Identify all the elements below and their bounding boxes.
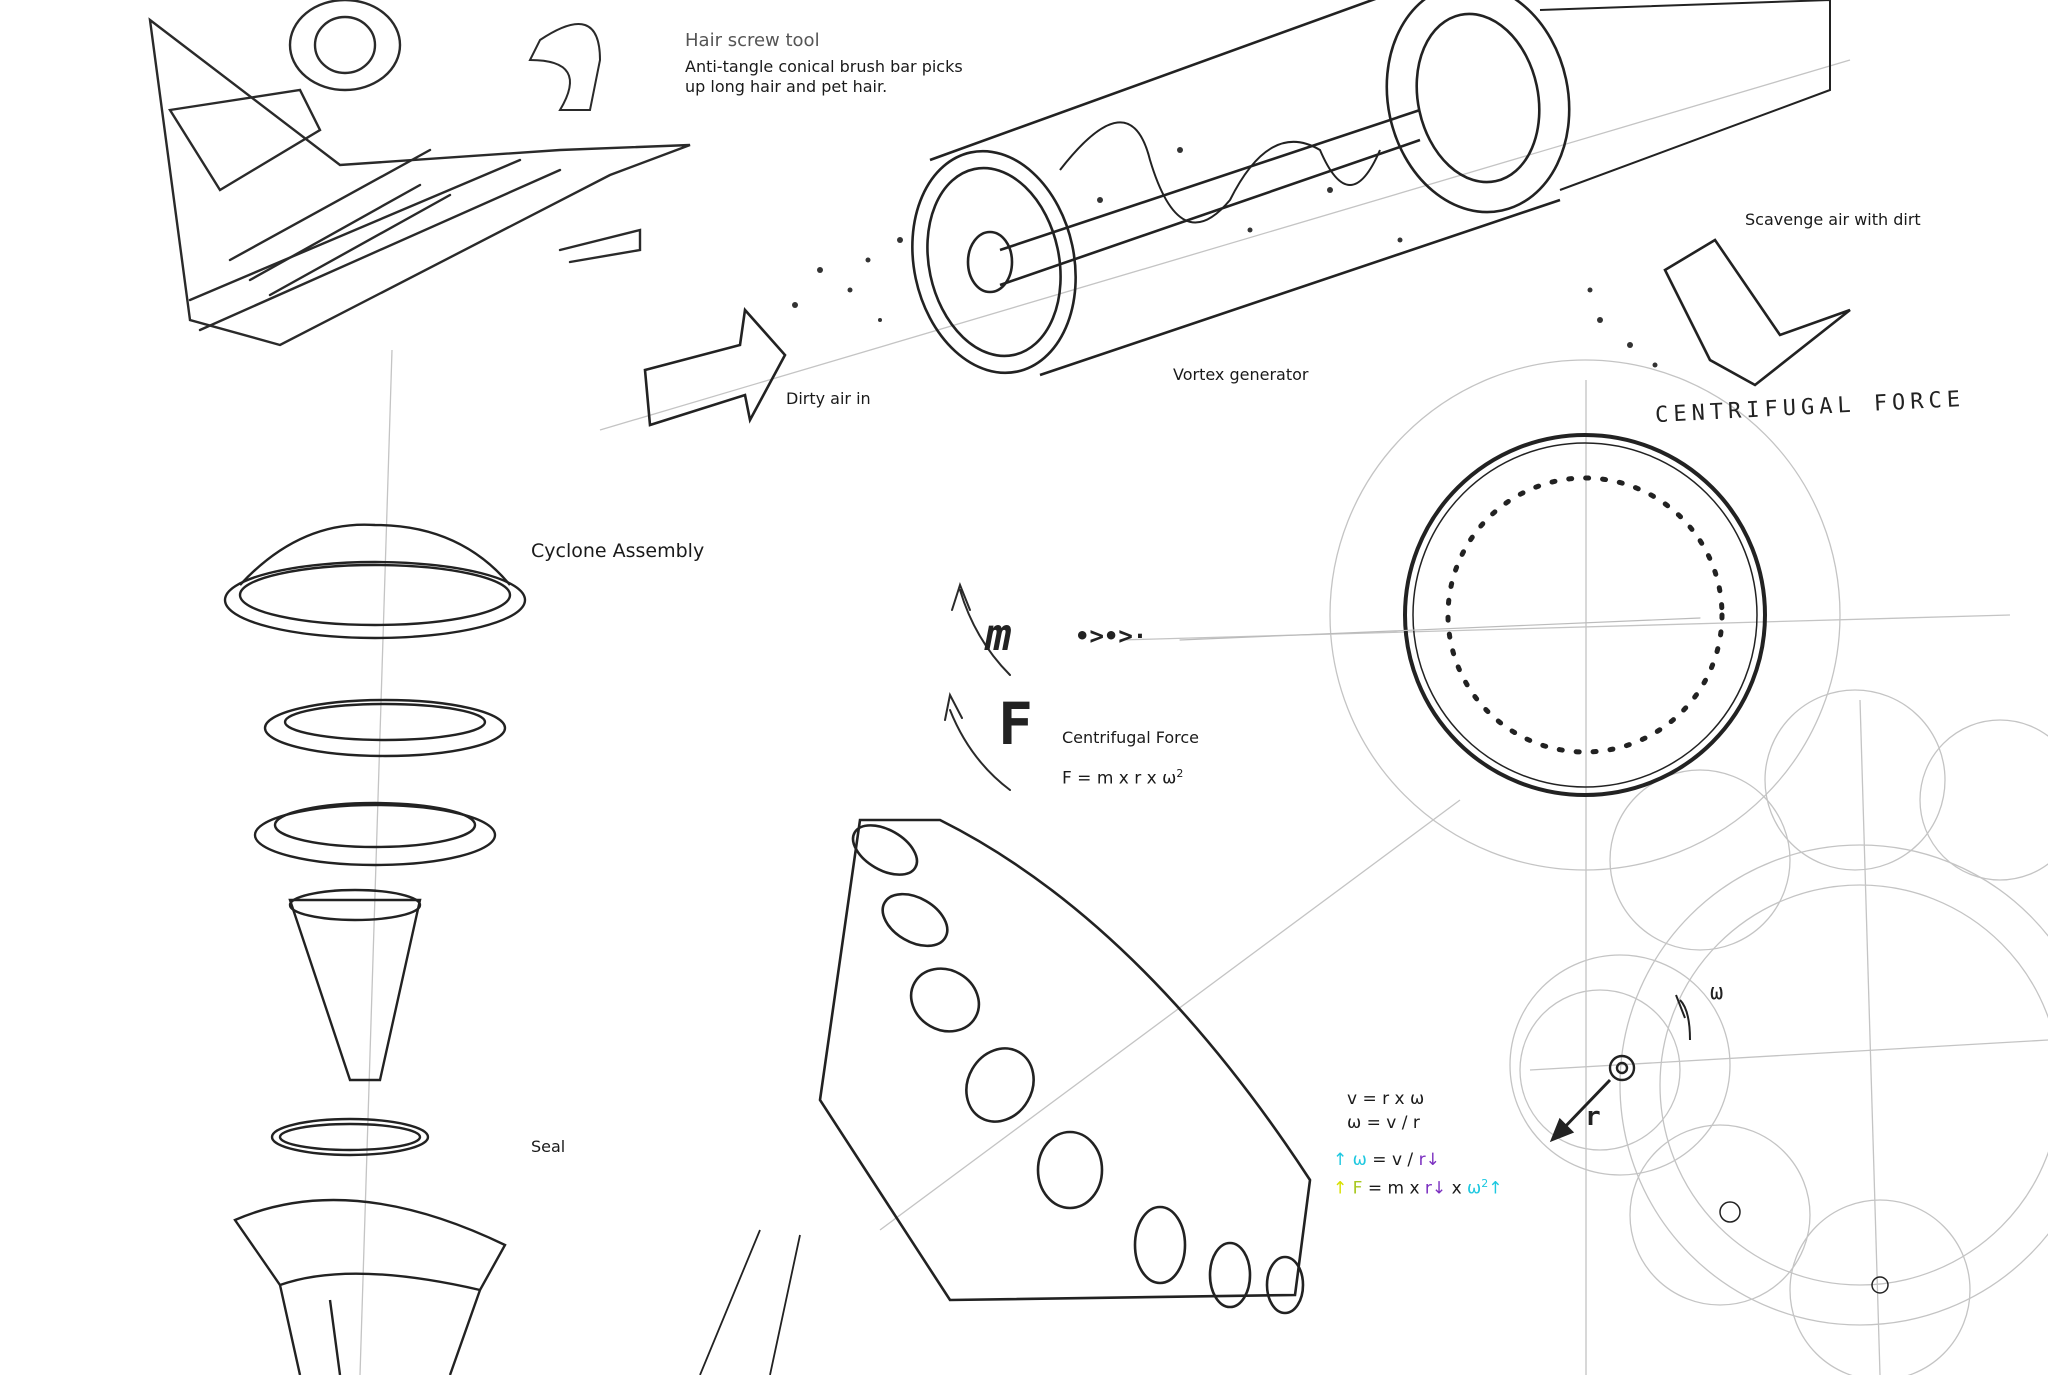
mass-symbol: m	[985, 610, 1012, 661]
construction-lines	[359, 59, 2048, 1375]
centrifuge-circle	[1403, 433, 1767, 797]
dust-particles	[792, 147, 1658, 368]
equation-omega: ω = v / r	[1347, 1113, 1420, 1133]
force-formula-exponent: 2	[1176, 767, 1184, 780]
centrifugal-force-label: Centrifugal Force	[1062, 728, 1200, 747]
cyclone-assembly-label: Cyclone Assembly	[531, 540, 705, 562]
omega-term: ω	[1467, 1178, 1482, 1199]
hair-screw-desc-line-1: Anti-tangle conical brush bar picks	[685, 57, 963, 76]
omega-symbol: ω	[1710, 980, 1724, 1005]
hair-screw-tool-sketch	[148, 0, 691, 347]
equation-force-colored: ↑ F = m x r↓ x ω2↑	[1333, 1172, 1503, 1201]
force-term: F	[1352, 1178, 1363, 1199]
up-arrow-icon: ↑	[1333, 1178, 1348, 1199]
equation-text: = v /	[1366, 1150, 1419, 1170]
multi-cyclone-cone-sketch	[699, 818, 1312, 1375]
omega-term: ω	[1352, 1150, 1367, 1170]
vortex-generator-label: Vortex generator	[1173, 365, 1309, 384]
up-arrow-icon: ↑	[1488, 1178, 1503, 1199]
dirty-air-in-label: Dirty air in	[786, 389, 871, 408]
scavenge-arrow-icon	[1663, 238, 1851, 387]
hair-screw-title: Hair screw tool	[685, 30, 820, 51]
down-arrow-icon: ↓	[1425, 1150, 1440, 1170]
dirty-air-arrow-icon	[643, 307, 787, 427]
up-arrow-icon: ↑	[1333, 1150, 1348, 1170]
equation-text: x	[1446, 1178, 1468, 1199]
seal-label: Seal	[531, 1137, 566, 1156]
force-symbol: F	[998, 690, 1033, 758]
r-term: r	[1424, 1178, 1432, 1199]
omega-exponent: 2	[1481, 1177, 1489, 1190]
scavenge-air-label: Scavenge air with dirt	[1745, 210, 1921, 229]
equation-text: = m x	[1362, 1178, 1425, 1199]
cyclone-assembly-sketch	[223, 523, 527, 1375]
rotation-diagram	[1549, 994, 1889, 1294]
force-formula: F = m x r x ω2	[1062, 767, 1183, 789]
r-term: r	[1418, 1150, 1426, 1170]
hair-screw-desc-line-2: up long hair and pet hair.	[685, 77, 888, 96]
down-arrow-icon: ↓	[1431, 1178, 1447, 1199]
vortex-cylinder-sketch	[911, 0, 1831, 377]
arrows	[643, 238, 1851, 427]
equation-omega-colored: ↑ ω = v / r↓	[1333, 1148, 1440, 1172]
force-formula-text: F = m x r x ω	[1062, 768, 1177, 789]
mass-force-arrows	[944, 582, 1701, 791]
mass-motion-dots: •>•>·	[1075, 622, 1148, 650]
equation-velocity: v = r x ω	[1347, 1089, 1425, 1109]
radius-symbol: r	[1585, 1102, 1601, 1132]
